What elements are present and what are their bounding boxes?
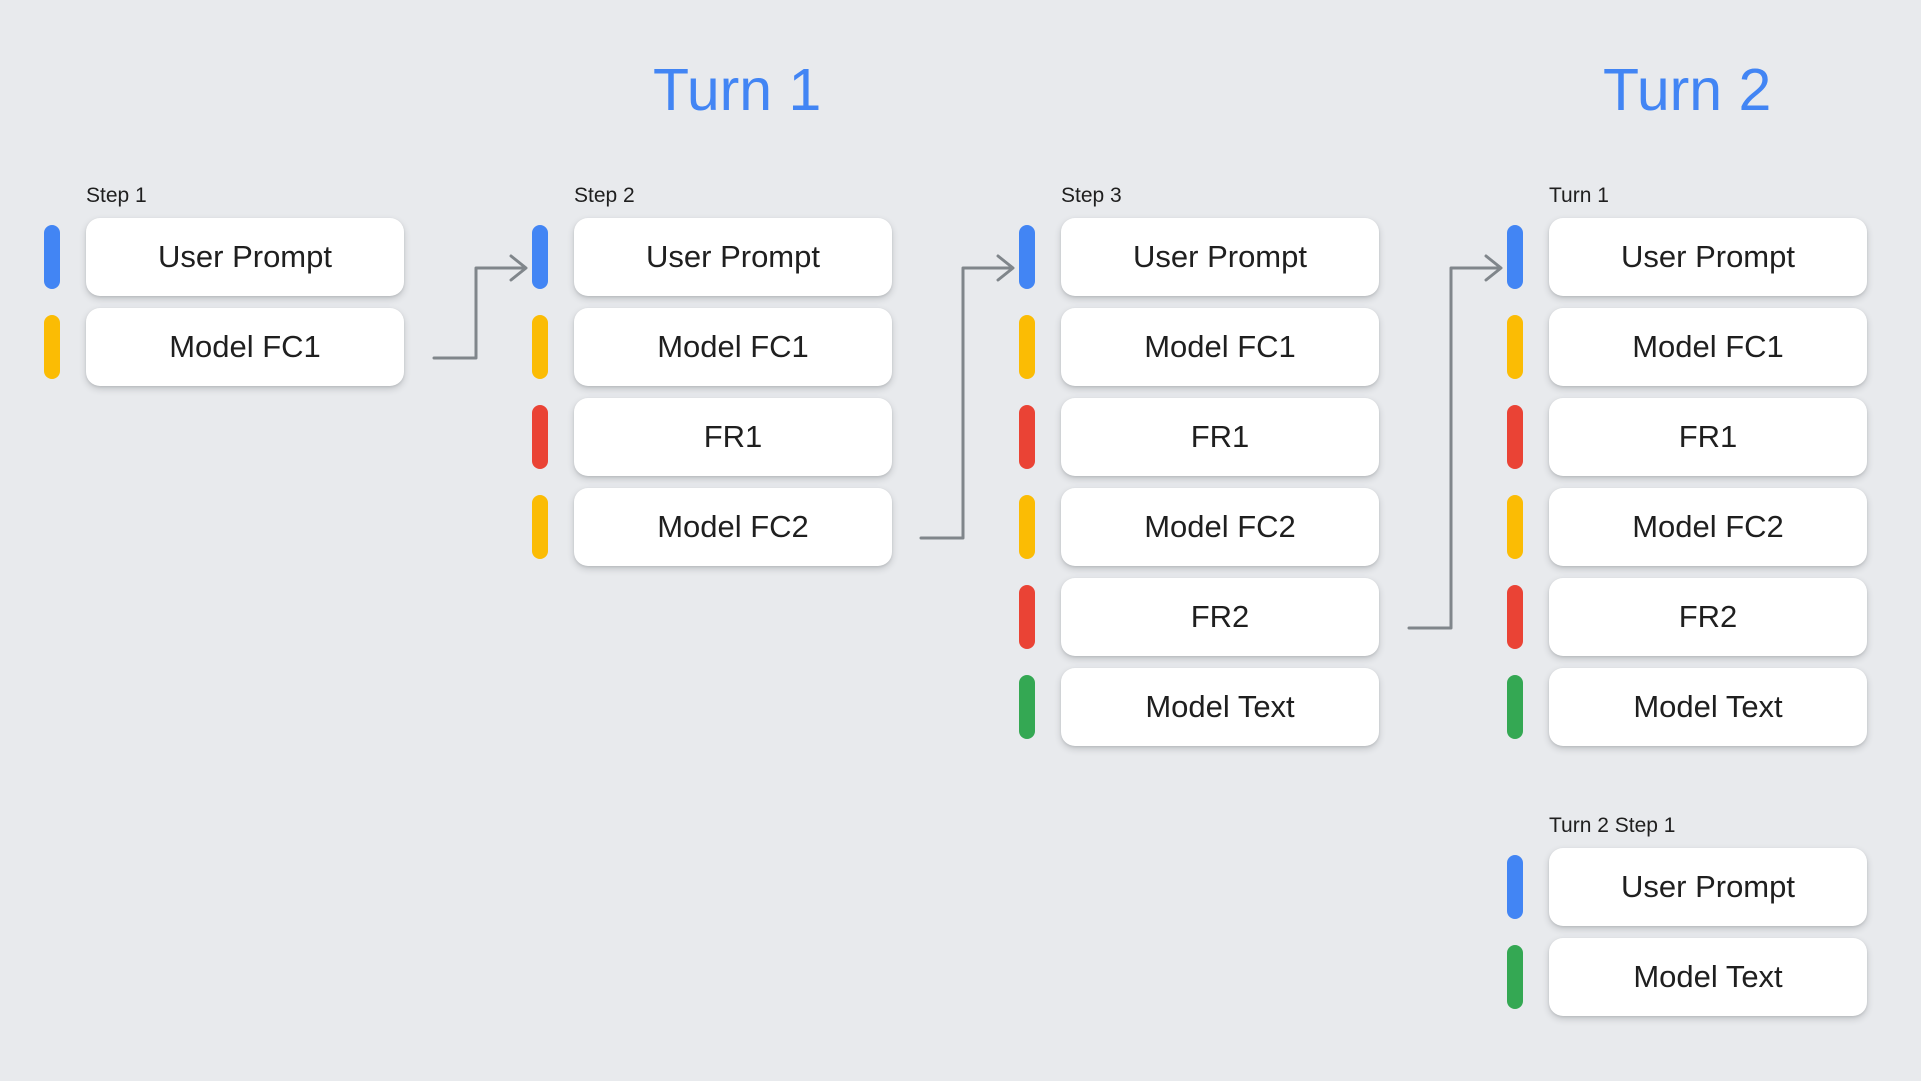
status-bar-user <box>1507 855 1523 919</box>
list-item[interactable]: Model FC2 <box>1019 488 1379 566</box>
card-label: Model Text <box>1549 938 1867 1016</box>
column-rows-turn-2-step-1: User Prompt Model Text <box>1507 848 1867 1016</box>
status-bar-function-response <box>532 405 548 469</box>
status-bar-user <box>1507 225 1523 289</box>
list-item[interactable]: Model Text <box>1507 938 1867 1016</box>
status-bar-model-fc <box>532 495 548 559</box>
card-label: Model FC2 <box>1061 488 1379 566</box>
card-label: Model Text <box>1061 668 1379 746</box>
list-item[interactable]: Model FC1 <box>1507 308 1867 386</box>
connector-arrow-step2-to-step3 <box>919 254 1015 540</box>
list-item[interactable]: User Prompt <box>1019 218 1379 296</box>
connector-arrow-step1-to-step2 <box>432 254 528 360</box>
status-bar-user <box>532 225 548 289</box>
status-bar-function-response <box>1019 585 1035 649</box>
card-label: User Prompt <box>86 218 404 296</box>
status-bar-user <box>1019 225 1035 289</box>
column-label-step-2: Step 2 <box>574 184 635 207</box>
column-label-step-1: Step 1 <box>86 184 147 207</box>
column-step-2: Step 2 User Prompt Model FC1 FR1 Model F… <box>532 185 892 566</box>
column-label-turn-1: Turn 1 <box>1549 184 1609 207</box>
list-item[interactable]: FR1 <box>1019 398 1379 476</box>
status-bar-model-fc <box>1507 495 1523 559</box>
list-item[interactable]: FR2 <box>1019 578 1379 656</box>
list-item[interactable]: Model FC1 <box>1019 308 1379 386</box>
card-label: User Prompt <box>1549 848 1867 926</box>
card-label: User Prompt <box>1549 218 1867 296</box>
card-label: Model FC2 <box>1549 488 1867 566</box>
column-turn-1: Turn 1 User Prompt Model FC1 FR1 Model F… <box>1507 185 1867 746</box>
turn-2-title: Turn 2 <box>1603 57 1772 123</box>
status-bar-function-response <box>1507 405 1523 469</box>
turn-1-title: Turn 1 <box>653 57 822 123</box>
status-bar-model-text <box>1507 945 1523 1009</box>
list-item[interactable]: FR2 <box>1507 578 1867 656</box>
list-item[interactable]: User Prompt <box>1507 848 1867 926</box>
list-item[interactable]: FR1 <box>532 398 892 476</box>
column-step-1: Step 1 User Prompt Model FC1 <box>44 185 404 386</box>
status-bar-function-response <box>1019 405 1035 469</box>
column-rows-step-1: User Prompt Model FC1 <box>44 218 404 386</box>
list-item[interactable]: FR1 <box>1507 398 1867 476</box>
column-label-step-3: Step 3 <box>1061 184 1122 207</box>
column-step-3: Step 3 User Prompt Model FC1 FR1 Model F… <box>1019 185 1379 746</box>
list-item[interactable]: User Prompt <box>1507 218 1867 296</box>
column-rows-turn-1: User Prompt Model FC1 FR1 Model FC2 FR2 … <box>1507 218 1867 746</box>
status-bar-user <box>44 225 60 289</box>
connector-arrow-step3-to-turn1 <box>1407 254 1503 630</box>
column-label-turn-2-step-1: Turn 2 Step 1 <box>1549 814 1676 837</box>
status-bar-model-text <box>1019 675 1035 739</box>
status-bar-model-fc <box>1019 315 1035 379</box>
card-label: Model FC2 <box>574 488 892 566</box>
list-item[interactable]: Model FC1 <box>44 308 404 386</box>
card-label: FR2 <box>1549 578 1867 656</box>
card-label: Model FC1 <box>86 308 404 386</box>
status-bar-model-fc <box>1019 495 1035 559</box>
status-bar-model-fc <box>44 315 60 379</box>
list-item[interactable]: Model FC1 <box>532 308 892 386</box>
card-label: Model FC1 <box>1549 308 1867 386</box>
card-label: Model FC1 <box>1061 308 1379 386</box>
status-bar-function-response <box>1507 585 1523 649</box>
card-label: Model Text <box>1549 668 1867 746</box>
card-label: Model FC1 <box>574 308 892 386</box>
card-label: FR1 <box>574 398 892 476</box>
list-item[interactable]: User Prompt <box>532 218 892 296</box>
card-label: User Prompt <box>1061 218 1379 296</box>
list-item[interactable]: Model FC2 <box>1507 488 1867 566</box>
column-rows-step-3: User Prompt Model FC1 FR1 Model FC2 FR2 … <box>1019 218 1379 746</box>
status-bar-model-text <box>1507 675 1523 739</box>
list-item[interactable]: Model Text <box>1507 668 1867 746</box>
column-rows-step-2: User Prompt Model FC1 FR1 Model FC2 <box>532 218 892 566</box>
card-label: FR2 <box>1061 578 1379 656</box>
list-item[interactable]: User Prompt <box>44 218 404 296</box>
list-item[interactable]: Model FC2 <box>532 488 892 566</box>
card-label: FR1 <box>1061 398 1379 476</box>
list-item[interactable]: Model Text <box>1019 668 1379 746</box>
card-label: FR1 <box>1549 398 1867 476</box>
status-bar-model-fc <box>1507 315 1523 379</box>
status-bar-model-fc <box>532 315 548 379</box>
card-label: User Prompt <box>574 218 892 296</box>
column-turn-2-step-1: Turn 2 Step 1 User Prompt Model Text <box>1507 815 1867 1016</box>
